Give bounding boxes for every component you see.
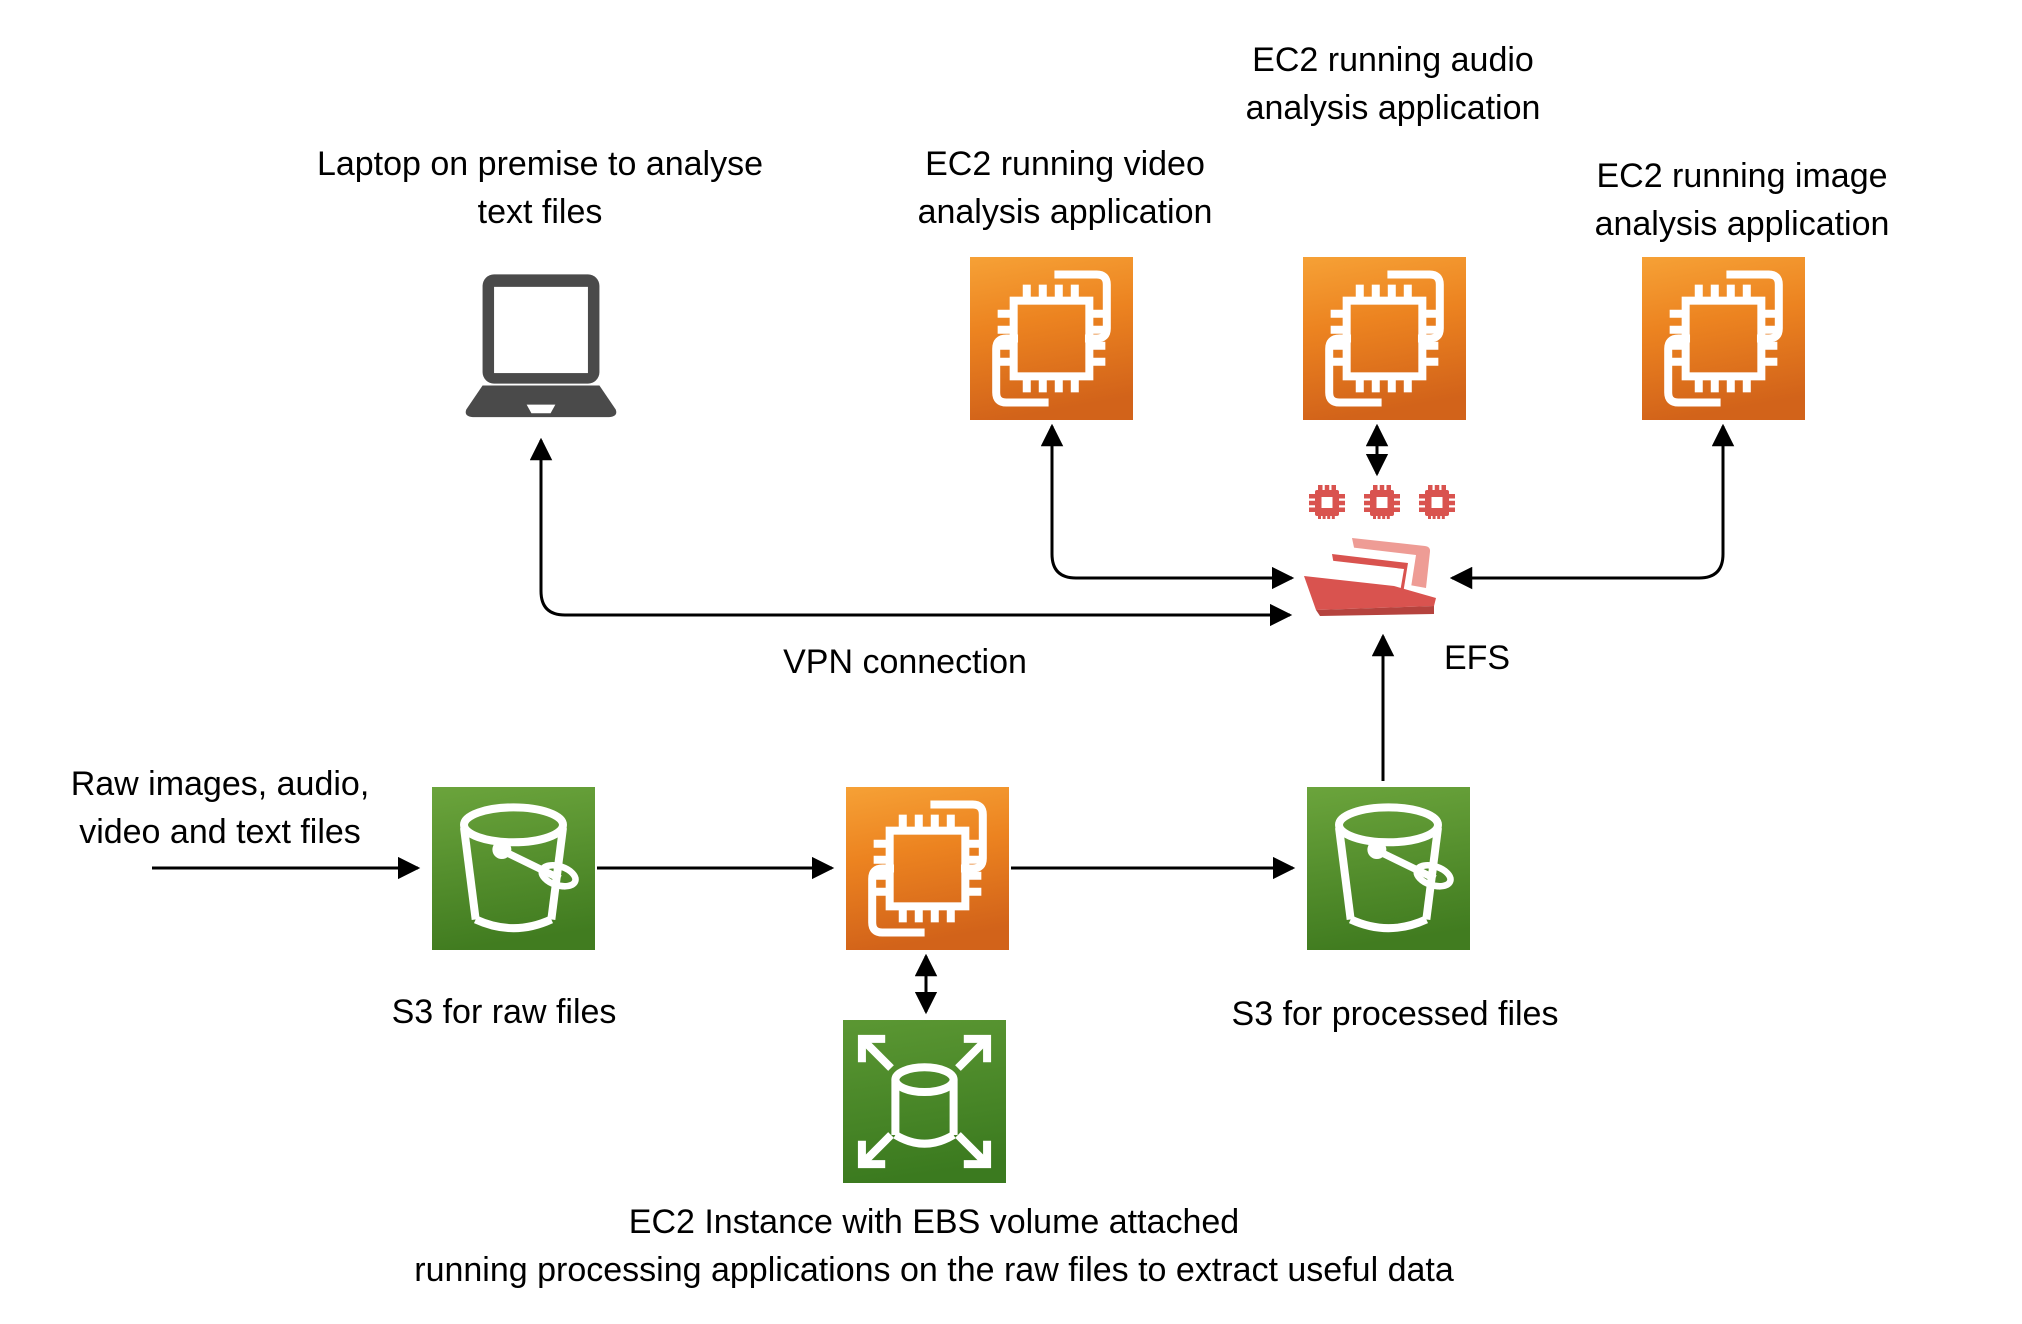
input-flow-label: Raw images, audio, video and text files: [70, 765, 370, 851]
ec2-processing-node: [846, 787, 1009, 950]
ec2-video-label: EC2 running video analysis application: [917, 145, 1213, 231]
laptop-label: Laptop on premise to analyse text files: [316, 145, 764, 231]
s3-raw-label: S3 for raw files: [391, 993, 617, 1031]
ec2-audio-label: EC2 running audio analysis application: [1245, 41, 1541, 127]
edge-ec2image-efs: [1449, 423, 1735, 590]
s3-processed-bucket-icon: [1307, 787, 1470, 950]
vpn-connection-label: VPN connection: [783, 643, 1027, 681]
laptop-node: [450, 270, 632, 434]
ebs-volume-icon: [843, 1020, 1006, 1183]
s3-processed-node: [1307, 787, 1470, 950]
chip-icon: [1418, 482, 1456, 526]
s3-processed-label: S3 for processed files: [1231, 995, 1559, 1033]
ec2-audio-icon: [1303, 257, 1466, 420]
ec2-video-node: [970, 257, 1133, 420]
chip-icon: [1363, 482, 1401, 526]
chip-icon: [1308, 482, 1346, 526]
ec2-image-node: [1642, 257, 1805, 420]
efs-label: EFS: [1443, 639, 1511, 677]
ec2-image-icon: [1642, 257, 1805, 420]
edge-ec2video-efs: [1040, 423, 1295, 590]
ebs-ec2-label: EC2 Instance with EBS volume attached ru…: [414, 1203, 1454, 1289]
ebs-node: [843, 1020, 1006, 1183]
ec2-audio-node: [1303, 257, 1466, 420]
s3-raw-bucket-icon: [432, 787, 595, 950]
s3-raw-node: [432, 787, 595, 950]
laptop-icon: [450, 270, 632, 434]
efs-folder-icon: [1302, 536, 1438, 624]
edge-laptop-efs-vpn: [529, 437, 1293, 627]
ec2-processing-icon: [846, 787, 1009, 950]
ec2-video-icon: [970, 257, 1133, 420]
ec2-image-label: EC2 running image analysis application: [1594, 157, 1890, 243]
efs-node: [1302, 536, 1438, 624]
efs-client-chips: [1308, 482, 1456, 526]
